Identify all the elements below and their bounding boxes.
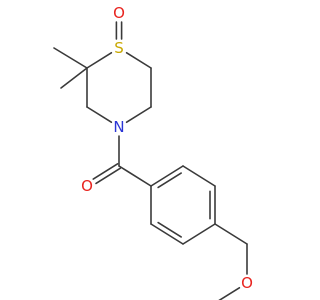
ether-bond-2 — [218, 286, 241, 300]
carbonyl-aryl-bond — [118, 165, 152, 187]
aromatic-bond-4 — [182, 223, 216, 245]
atom-label-o-ether: O — [241, 274, 253, 292]
ring-bond-c6-s — [125, 51, 152, 69]
benzyl-bond — [214, 223, 248, 245]
carbonyl-double-bond-a — [92, 162, 119, 180]
carbonyl-double-bond-b — [95, 167, 122, 185]
atom-label-s1: S — [114, 39, 124, 57]
aromatic-bond-1 — [150, 165, 184, 187]
aromatic-bond-5-inner — [157, 221, 182, 238]
bonds-group — [53, 21, 248, 300]
methyl-bond-1 — [53, 47, 88, 69]
aromatic-bond-5 — [150, 223, 184, 245]
aromatic-bond-2 — [182, 165, 216, 187]
aromatic-bond-1-inner — [157, 172, 182, 189]
atom-label-o-sulfoxide: O — [113, 4, 125, 22]
ring-bond-s-c2 — [86, 51, 113, 69]
methyl-bond-2 — [60, 67, 88, 89]
atom-label-o-carbonyl: O — [81, 177, 93, 195]
ring-bond-n-c5 — [125, 106, 152, 124]
atom-label-n1: N — [113, 118, 124, 136]
ring-bond-c3-n — [86, 106, 113, 124]
